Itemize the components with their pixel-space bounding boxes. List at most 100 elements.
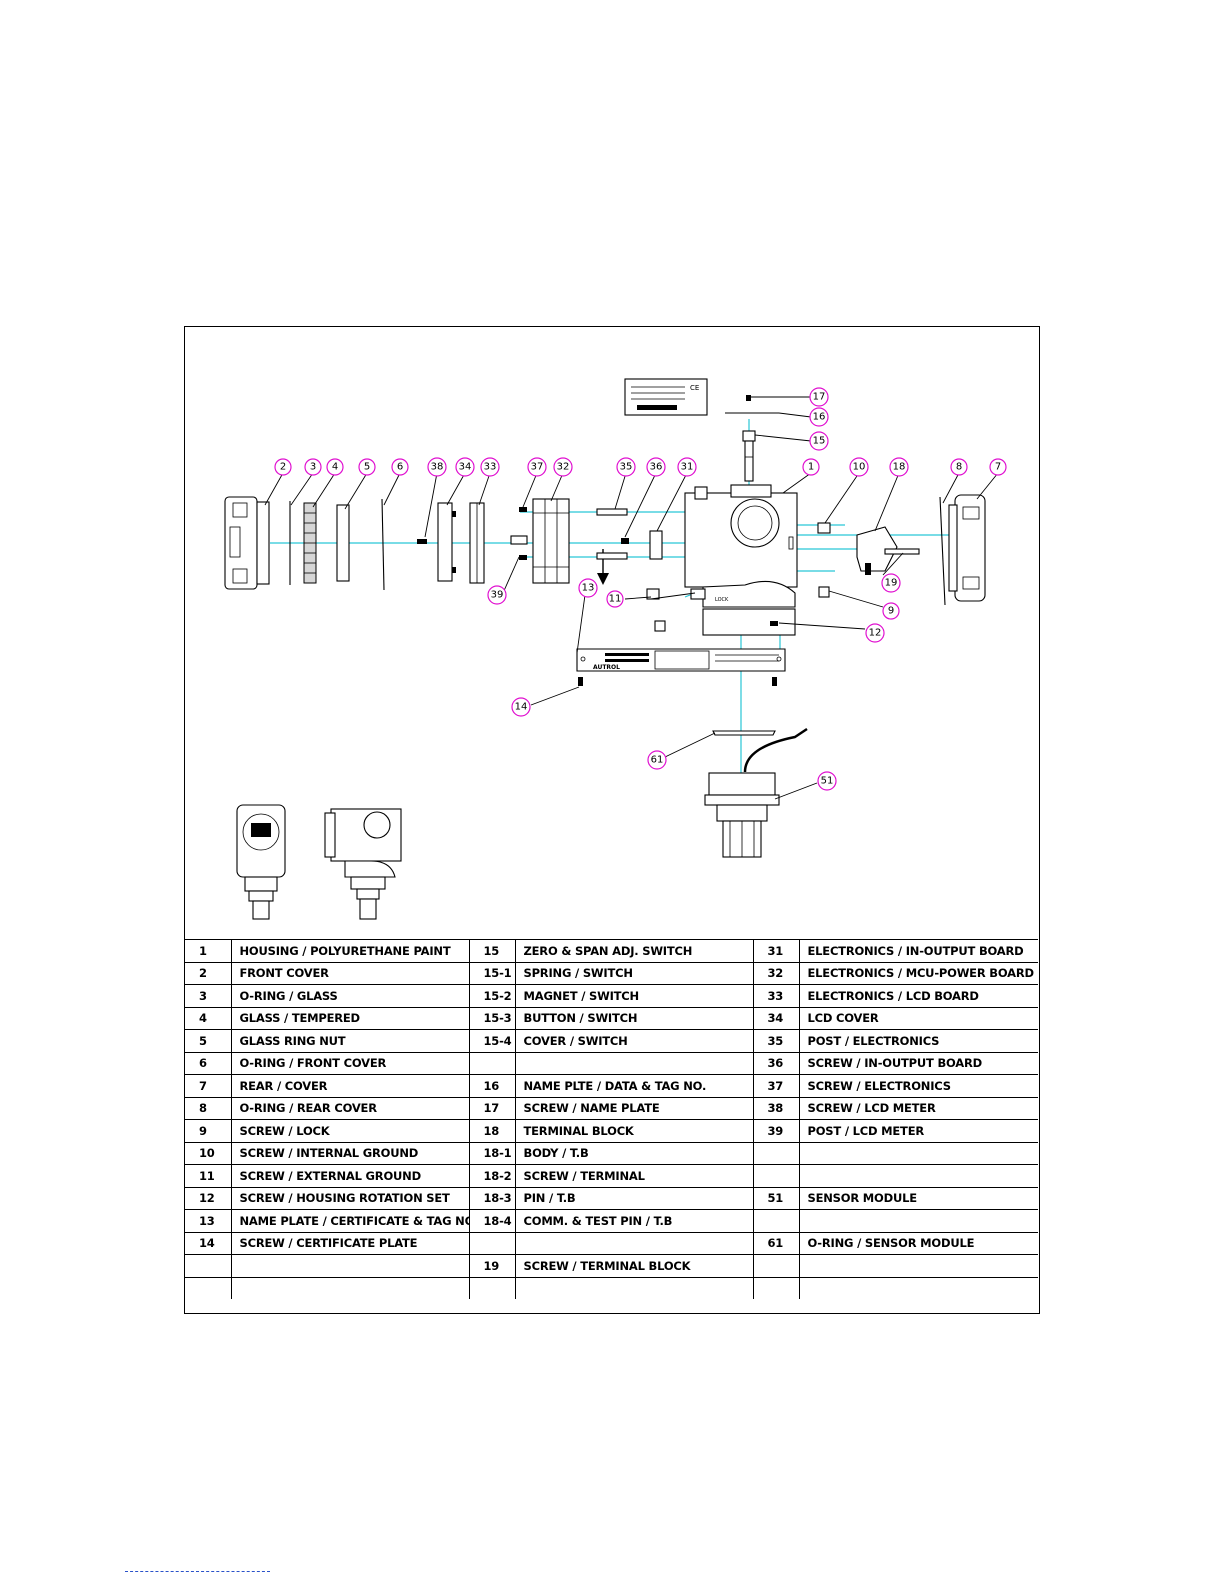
part-number-cell: 17 [468, 1096, 516, 1120]
part-description-cell [798, 1141, 1038, 1165]
front-cover-part [224, 496, 270, 590]
part-description-cell: GLASS / TEMPERED [230, 1006, 470, 1030]
callout-1: 1 [802, 458, 820, 476]
part-number-cell: 36 [752, 1051, 800, 1075]
part-number-cell [752, 1254, 800, 1278]
certificate-plate-screw-part [578, 677, 583, 686]
part-number-cell: 11 [185, 1164, 232, 1188]
part-number-cell: 19 [468, 1254, 516, 1278]
callout-19: 19 [881, 573, 901, 593]
part-description-cell: ELECTRONICS / IN-OUTPUT BOARD [798, 939, 1038, 963]
part-description-cell: SCREW / LOCK [230, 1119, 470, 1143]
lock-screw-part [818, 586, 830, 598]
part-number-cell: 15-3 [468, 1006, 516, 1030]
callout-8: 8 [950, 458, 968, 476]
part-description-cell: MAGNET / SWITCH [514, 984, 754, 1008]
svg-text:11: 11 [609, 594, 622, 605]
part-number-cell: 31 [752, 939, 800, 963]
part-number-cell: 6 [185, 1051, 232, 1075]
svg-text:33: 33 [484, 462, 497, 473]
svg-text:34: 34 [459, 462, 472, 473]
part-number-cell: 37 [752, 1074, 800, 1098]
electronics-post-part [596, 508, 628, 516]
mcu-power-board-part [532, 498, 570, 584]
svg-text:10: 10 [853, 462, 866, 473]
part-description-cell [798, 1209, 1038, 1233]
part-number-cell: 3 [185, 984, 232, 1008]
part-number-cell: 39 [752, 1119, 800, 1143]
part-number-cell [468, 1231, 516, 1255]
part-number-cell [185, 1254, 232, 1278]
callout-7: 7 [989, 458, 1007, 476]
part-number-cell [185, 1276, 232, 1299]
glass-ring-nut-part [336, 504, 350, 582]
in-output-board-part [649, 530, 663, 560]
part-description-cell: SCREW / ELECTRONICS [798, 1074, 1038, 1098]
callout-51: 51 [817, 771, 837, 791]
svg-text:31: 31 [681, 462, 694, 473]
part-description-cell: POST / LCD METER [798, 1119, 1038, 1143]
callout-36: 36 [646, 457, 666, 477]
part-description-cell: O-RING / FRONT COVER [230, 1051, 470, 1075]
in-output-board-screw-part [621, 538, 629, 544]
rear-cover-part [948, 494, 986, 602]
part-number-cell: 12 [185, 1186, 232, 1210]
callout-34: 34 [455, 457, 475, 477]
callout-15: 15 [809, 431, 829, 451]
lock-screw-part-2 [690, 588, 706, 600]
part-description-cell: SCREW / EXTERNAL GROUND [230, 1164, 470, 1188]
o-ring-sensor-part [712, 730, 776, 736]
callout-39: 39 [487, 585, 507, 605]
housing-neck-part [702, 608, 796, 636]
part-description-cell: SCREW / LCD METER [798, 1096, 1038, 1120]
svg-text:1: 1 [808, 462, 814, 473]
svg-text:36: 36 [650, 462, 663, 473]
housing-part: LOCK [684, 484, 798, 608]
callout-38: 38 [427, 457, 447, 477]
lcd-meter-post-part [510, 535, 528, 545]
part-number-cell: 51 [752, 1186, 800, 1210]
svg-text:51: 51 [821, 776, 834, 787]
svg-text:LOCK: LOCK [715, 597, 729, 603]
svg-text:8: 8 [956, 462, 962, 473]
part-description-cell: POST / ELECTRONICS [798, 1029, 1038, 1053]
part-description-cell: SCREW / HOUSING ROTATION SET [230, 1186, 470, 1210]
part-description-cell [798, 1254, 1038, 1278]
table-row [185, 1276, 1038, 1299]
callout-5: 5 [358, 458, 376, 476]
part-number-cell [752, 1209, 800, 1233]
part-number-cell: 35 [752, 1029, 800, 1053]
part-number-cell [752, 1276, 800, 1299]
part-description-cell: SPRING / SWITCH [514, 961, 754, 985]
name-plate-screw-part [746, 395, 751, 401]
svg-text:14: 14 [515, 702, 528, 713]
part-description-cell: NAME PLTE / DATA & TAG NO. [514, 1074, 754, 1098]
part-description-cell [798, 1276, 1038, 1299]
svg-text:16: 16 [813, 412, 826, 423]
glass-part [303, 502, 317, 584]
svg-text:18: 18 [893, 462, 906, 473]
lcd-cover-part [437, 502, 456, 582]
part-number-cell [468, 1276, 516, 1299]
certificate-plate-screw-part-2 [772, 677, 777, 686]
part-description-cell: SCREW / CERTIFICATE PLATE [230, 1231, 470, 1255]
part-description-cell: GLASS RING NUT [230, 1029, 470, 1053]
callout-13: 13 [578, 578, 598, 598]
exploded-view-diagram: LOCK [224, 378, 1007, 920]
part-number-cell: 9 [185, 1119, 232, 1143]
part-description-cell: SCREW / INTERNAL GROUND [230, 1141, 470, 1165]
part-description-cell: FRONT COVER [230, 961, 470, 985]
part-description-cell: COVER / SWITCH [514, 1029, 754, 1053]
part-description-cell: NAME PLATE / CERTIFICATE & TAG NO. [230, 1209, 470, 1233]
zero-span-switch-part [742, 430, 756, 482]
